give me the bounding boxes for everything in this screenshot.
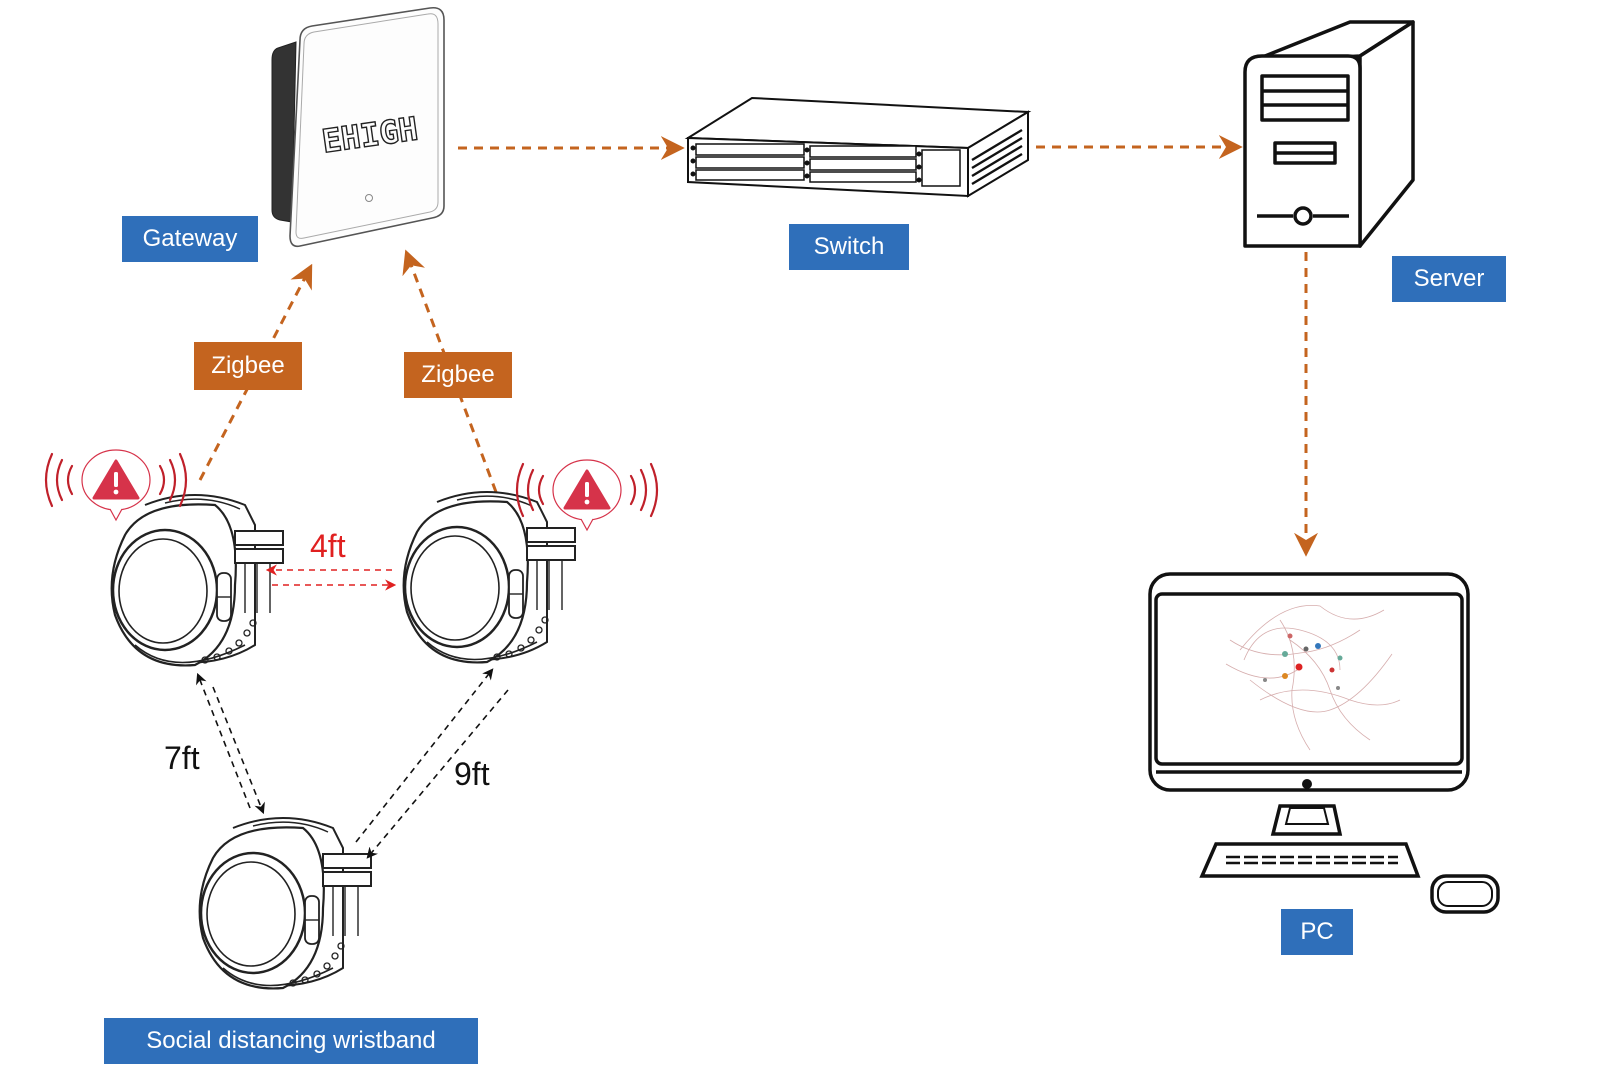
distance-arrow-7ft-up xyxy=(196,672,251,809)
distance-label-7ft: 7ft xyxy=(164,740,200,776)
distance-arrow-7ft-down xyxy=(212,686,265,815)
distance-label-9ft: 9ft xyxy=(454,756,490,792)
wristband-left-icon xyxy=(110,493,285,667)
zigbee-label-left: Zigbee xyxy=(194,342,302,390)
network-switch-icon xyxy=(684,96,1032,198)
wristband-label: Social distancing wristband xyxy=(104,1018,478,1064)
network-graph-nodes xyxy=(1263,633,1343,690)
switch-label: Switch xyxy=(789,224,909,270)
wristband-right-icon xyxy=(402,490,577,664)
wristband-bottom-icon xyxy=(198,816,373,990)
desktop-computer-icon xyxy=(1148,572,1500,914)
server-label: Server xyxy=(1392,256,1506,302)
link-wristband-right-gateway xyxy=(402,249,498,493)
network-graph-icon xyxy=(1225,604,1401,751)
distance-arrow-9ft-down xyxy=(366,689,509,859)
gateway-device-icon: EHIGH xyxy=(271,6,445,248)
pc-label: PC xyxy=(1281,909,1353,955)
zigbee-label-right: Zigbee xyxy=(404,352,512,398)
gateway-label: Gateway xyxy=(122,216,258,262)
distance-arrow-9ft-up xyxy=(355,668,494,843)
server-tower-icon xyxy=(1243,20,1415,248)
distance-label-4ft: 4ft xyxy=(310,528,346,564)
